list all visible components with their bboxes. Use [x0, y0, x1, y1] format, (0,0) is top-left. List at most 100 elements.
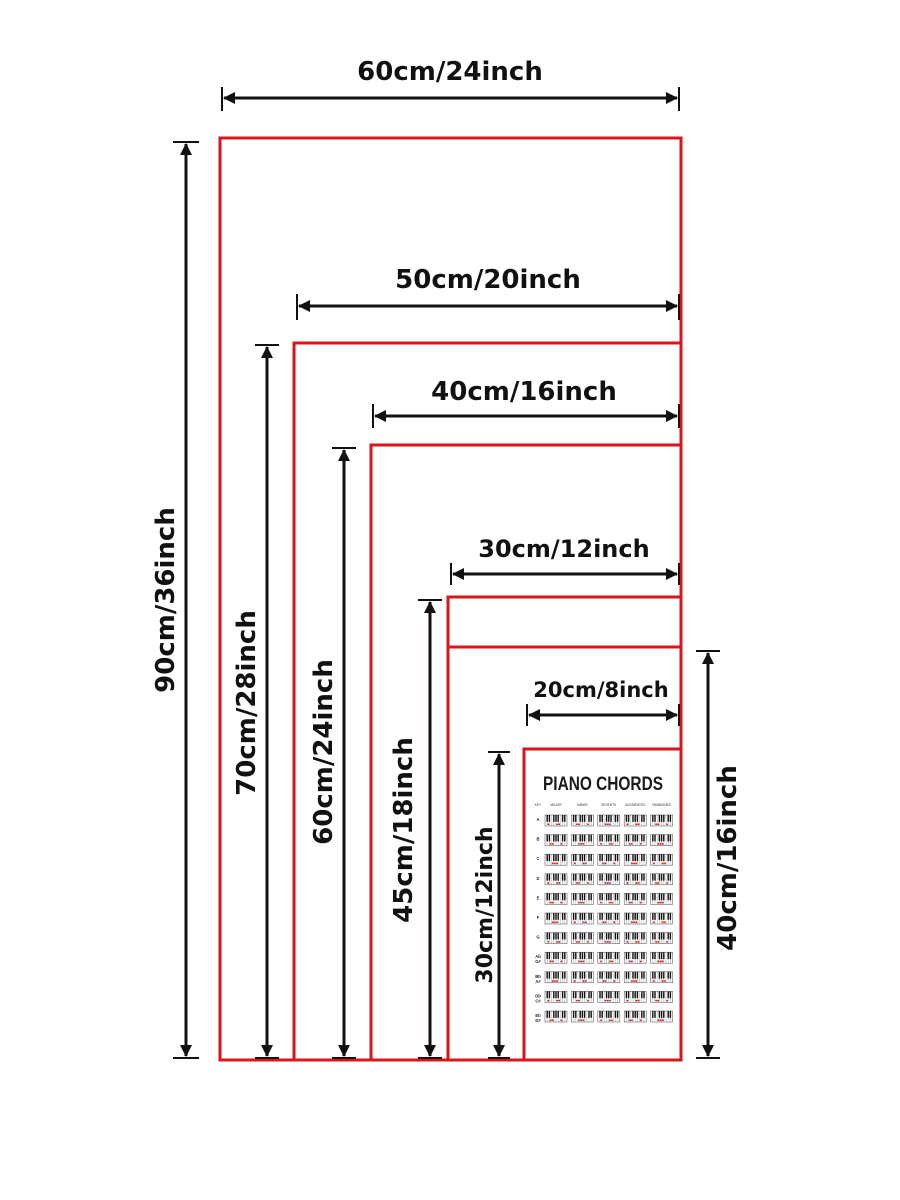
frames: [218, 136, 683, 1062]
width-dimensions: 60cm/24inch 50cm/20inch 40cm/16inch 30cm…: [221, 57, 680, 726]
width-arrow-30: 30cm/12inch: [450, 535, 680, 585]
piano-chords-poster: PIANO CHORDS KEY MAJOR MINOR SEVENTH AUGMENT…: [535, 774, 673, 1023]
chord-diagram: [544, 893, 568, 905]
chord-column-header: SEVENTH: [601, 803, 617, 807]
chord-diagram: [597, 951, 621, 964]
chord-diagram: [571, 951, 594, 964]
chord-diagram: [623, 893, 647, 905]
chord-diagram: [597, 873, 621, 886]
chord-diagram: [650, 951, 673, 964]
height-arrow-45: 45cm/18inch: [389, 599, 442, 1059]
height-label-45: 45cm/18inch: [389, 737, 419, 923]
width-arrow-40: 40cm/16inch: [372, 377, 680, 428]
poster-title: PIANO CHORDS: [543, 774, 663, 795]
width-label-30: 30cm/12inch: [478, 535, 649, 563]
chord-diagram: [571, 853, 594, 866]
width-label-40: 40cm/16inch: [431, 377, 617, 407]
chord-row-label: G: [536, 935, 539, 940]
chord-diagram: [623, 951, 647, 964]
chord-diagram: [571, 932, 594, 944]
chord-row-label: D: [536, 876, 539, 881]
height-label-30: 30cm/12inch: [473, 826, 498, 983]
chord-column-header: MINOR: [577, 803, 588, 807]
chord-diagram: [623, 873, 647, 886]
chord-row-label: G#: [535, 959, 541, 964]
chord-diagram: [544, 951, 568, 964]
chord-row-label: Bb: [535, 974, 541, 979]
chord-diagram: [597, 1010, 621, 1023]
width-label-60: 60cm/24inch: [357, 57, 543, 87]
chord-diagram: [544, 932, 568, 944]
chord-column-header: AUGMENTED: [625, 803, 646, 807]
height-label-90: 90cm/36inch: [151, 507, 181, 693]
chord-row-label: Db: [535, 993, 541, 998]
chord-diagram: [650, 932, 673, 944]
chord-diagram: [597, 814, 621, 827]
chord-row-label: B: [536, 837, 539, 842]
chord-diagram: [650, 873, 673, 886]
height-arrow-60: 60cm/24inch: [309, 447, 356, 1059]
chord-diagram: [571, 814, 594, 827]
height-arrow-30: 30cm/12inch: [473, 751, 510, 1059]
chord-row-label: Ab: [535, 954, 541, 959]
chord-diagram: [650, 912, 673, 925]
chord-diagram: [597, 932, 621, 944]
chord-diagram: [571, 971, 594, 984]
chord-diagram: [623, 814, 647, 827]
chord-diagram: [544, 853, 568, 866]
chord-diagram: [544, 834, 568, 846]
chord-diagram: [544, 873, 568, 886]
chord-diagram: [650, 893, 673, 905]
height-label-70: 70cm/28inch: [232, 610, 262, 796]
chord-diagram: [650, 971, 673, 984]
chord-row-label: D#: [535, 1018, 541, 1023]
chord-diagram: [571, 991, 594, 1003]
chord-diagram: [597, 834, 621, 846]
chord-column-header: KEY: [535, 803, 542, 807]
chord-diagram: [597, 991, 621, 1003]
height-label-60: 60cm/24inch: [309, 659, 339, 845]
height-arrow-40: 40cm/16inch: [696, 650, 743, 1059]
chord-row-label: C: [536, 856, 539, 861]
chord-diagram: [597, 912, 621, 925]
width-label-50: 50cm/20inch: [395, 265, 581, 295]
chord-diagram: [597, 853, 621, 866]
width-label-20: 20cm/8inch: [533, 678, 668, 702]
chord-diagram: [544, 971, 568, 984]
chord-row-label: E: [537, 895, 540, 900]
chord-diagram: [623, 991, 647, 1003]
chord-column-headers: KEY MAJOR MINOR SEVENTH AUGMENTED DIMINISHED: [535, 803, 672, 807]
chord-diagram: [650, 853, 673, 866]
chord-diagram: [544, 814, 568, 827]
height-arrow-70: 70cm/28inch: [232, 344, 279, 1059]
width-arrow-20: 20cm/8inch: [526, 678, 680, 726]
height-label-40: 40cm/16inch: [713, 765, 743, 951]
chord-column-header: DIMINISHED: [652, 803, 671, 807]
height-dimensions: 90cm/36inch 70cm/28inch 60cm/24inch 45cm…: [151, 141, 743, 1059]
chord-column-header: MAJOR: [550, 803, 562, 807]
chord-diagram: [623, 971, 647, 984]
chord-diagram: [650, 991, 673, 1003]
chord-row-label: Eb: [535, 1013, 541, 1018]
chord-row-label: C#: [535, 998, 541, 1003]
width-arrow-60: 60cm/24inch: [221, 57, 680, 111]
chord-diagram: [623, 853, 647, 866]
chord-row-label: A#: [535, 979, 541, 984]
chord-diagram: [571, 834, 594, 846]
chord-diagram: [650, 834, 673, 846]
chord-diagram: [571, 873, 594, 886]
chord-diagram: [544, 991, 568, 1003]
chord-diagram: [597, 893, 621, 905]
chord-diagram: [623, 834, 647, 846]
chord-diagram: [597, 971, 621, 984]
chord-diagram: [623, 912, 647, 925]
chord-diagram: [571, 893, 594, 905]
chord-diagram: [650, 814, 673, 827]
chord-row-label: F: [537, 915, 540, 920]
chord-diagram: [544, 1010, 568, 1023]
height-arrow-90: 90cm/36inch: [151, 141, 199, 1059]
chord-diagram: [623, 932, 647, 944]
chord-diagram: [544, 912, 568, 925]
